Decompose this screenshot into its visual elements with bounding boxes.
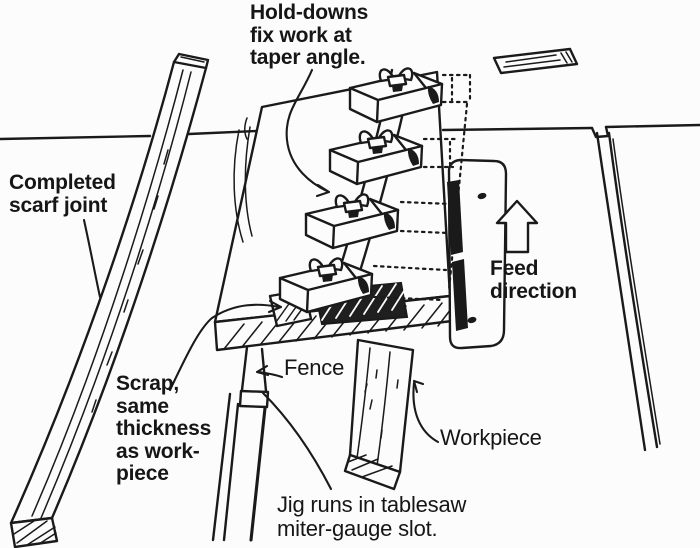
workpiece-top-end <box>492 47 579 75</box>
leader-jig-slot <box>261 391 333 491</box>
leader-completed-joint <box>82 218 102 299</box>
feed-direction-arrow-icon <box>495 199 539 254</box>
leader-fence <box>255 364 284 379</box>
label-scrap: Scrap, same thickness as work- piece <box>116 372 212 485</box>
label-workpiece: Workpiece <box>440 425 542 450</box>
workpiece-board <box>343 338 415 491</box>
leader-workpiece <box>412 379 440 444</box>
label-feed-direction: Feed direction <box>490 257 577 303</box>
completed-joint-board <box>9 52 210 548</box>
mounting-plate <box>447 158 508 350</box>
dotted-hidden-lines <box>372 73 472 302</box>
leader-hold-downs <box>285 68 331 198</box>
label-fence: Fence <box>284 355 345 380</box>
runner-slot <box>211 345 270 542</box>
table-edge <box>0 123 700 141</box>
label-hold-downs: Hold-downs fix work at taper angle. <box>250 1 369 69</box>
label-completed-joint: Completed scarf joint <box>9 171 116 217</box>
miter-slot-right <box>595 131 661 452</box>
label-jig-slot: Jig runs in tablesaw miter-gauge slot. <box>277 492 467 541</box>
leader-scrap <box>168 299 283 392</box>
